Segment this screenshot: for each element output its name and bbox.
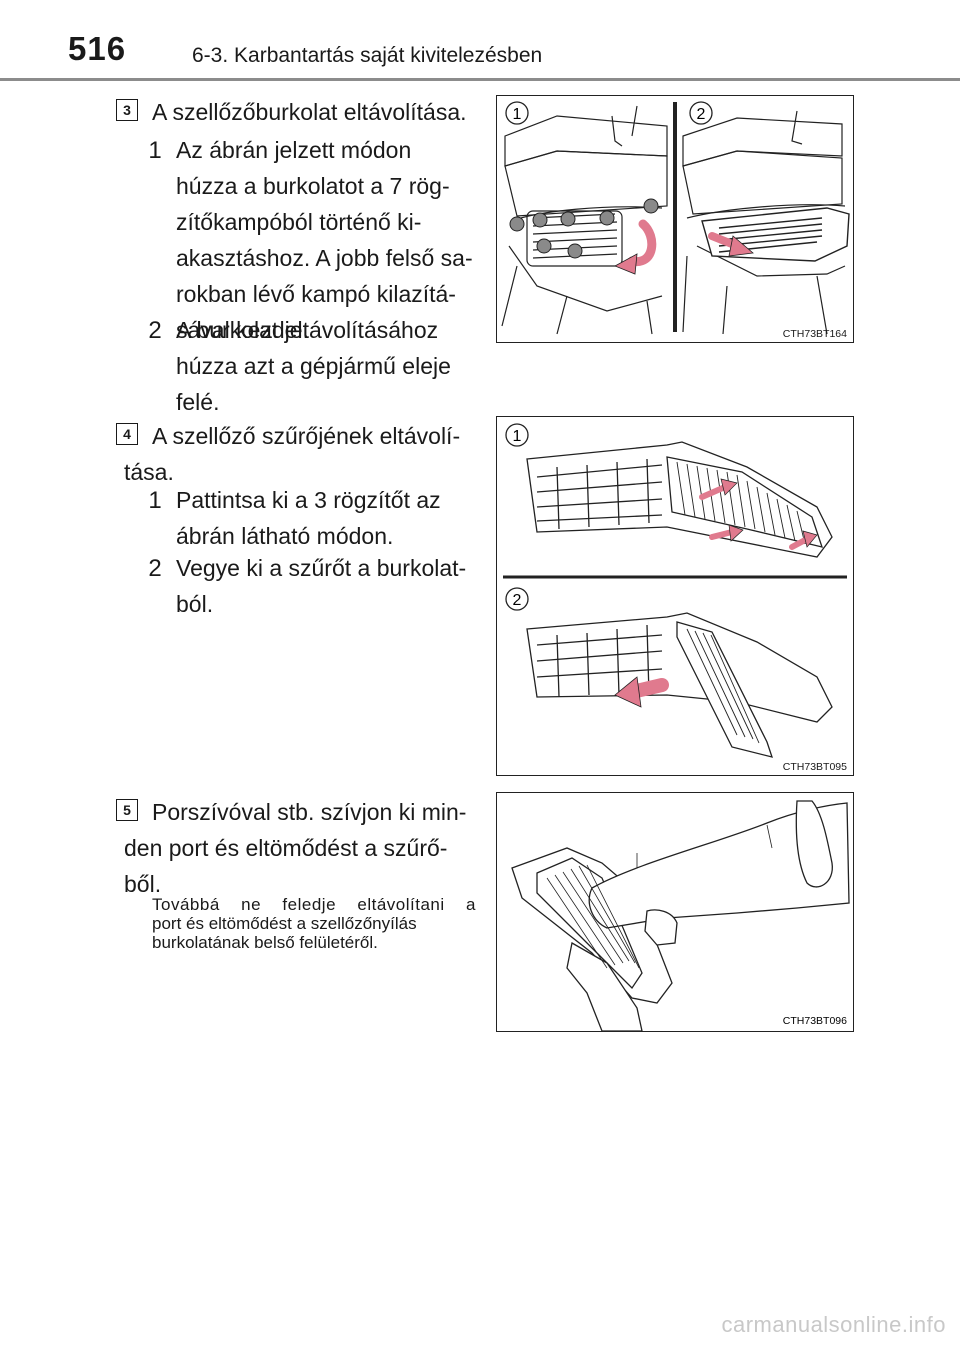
figure1-label-2: 2: [697, 106, 706, 123]
figure2-label-1: 1: [513, 428, 522, 445]
step-4-title: A szellőző szűrőjének eltávolí- tása.: [124, 423, 461, 485]
step-4-substep-2-number: 2: [148, 555, 162, 582]
figure2-label-2: 2: [513, 592, 522, 609]
figure1-label-1: 1: [513, 106, 522, 123]
figure-seat-vent-cover: 1 2 CTH73BT164: [496, 95, 854, 343]
figure-code: CTH73BT096: [783, 1015, 847, 1027]
step-3-substep-1-number: 1: [148, 137, 162, 164]
figure-vacuum-cleaning: CTH73BT096: [496, 792, 854, 1032]
step-5-title: Porszívóval stb. szívjon ki min- den por…: [124, 799, 467, 897]
section-title: 6-3. Karbantartás saját kivitelezésben: [192, 44, 543, 67]
step-4-substep-1-text: Pattintsa ki a 3 rögzítőt az ábrán látha…: [176, 487, 441, 549]
step-3-substep-2-number: 2: [148, 317, 162, 344]
figure-filter-removal: 1 2 CTH73BT095: [496, 416, 854, 776]
step-4-substep-1-number: 1: [148, 487, 162, 514]
step-3-badge: 3: [116, 99, 138, 121]
step-4-substep-2-text: Vegye ki a szűrőt a burkolat- ból.: [176, 555, 467, 617]
step-3-substep-1-text: Az ábrán jelzett módon húzza a burkolato…: [176, 137, 473, 343]
seat-vent-illustration: 1 2: [501, 101, 850, 335]
watermark: carmanualsonline.info: [721, 1312, 946, 1337]
filter-removal-illustration: 1 2: [503, 423, 847, 758]
step-3-title: A szellőzőburkolat eltávolítása.: [152, 99, 467, 125]
step-5-badge: 5: [116, 799, 138, 821]
figure-code: CTH73BT164: [782, 328, 847, 340]
step-3-substep-2-text: A burkolat eltávolításához húzza azt a g…: [176, 317, 451, 415]
page-number: 516: [68, 30, 127, 67]
vacuum-illustration: CTH73BT096: [511, 800, 850, 1031]
header-divider: [0, 78, 960, 81]
figure-code: CTH73BT095: [782, 761, 847, 773]
page-header: 516 6-3. Karbantartás saját kivitelezésb…: [0, 0, 960, 81]
step-4-badge: 4: [116, 423, 138, 445]
step-5-note: Továbbá ne feledje eltávolítani a port é…: [152, 895, 476, 952]
